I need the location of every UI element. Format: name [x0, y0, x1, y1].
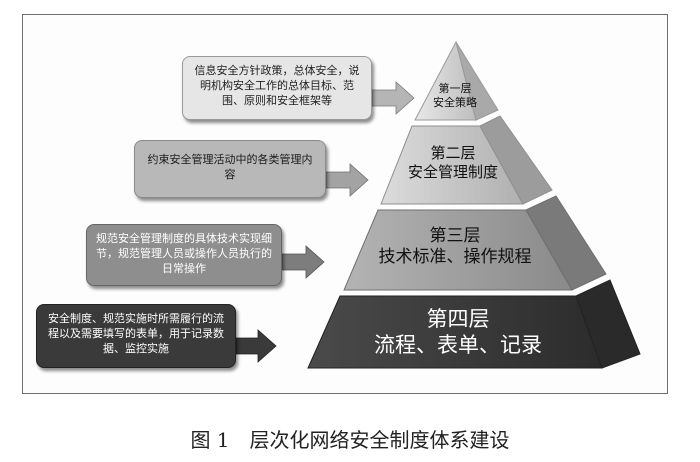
arrow-3	[281, 245, 325, 279]
tier-3-level: 第三层	[429, 226, 481, 246]
tier-3-label: 第三层 技术标准、操作规程	[360, 226, 550, 269]
figure-number: 图 1	[190, 428, 230, 452]
tier-2-label: 第二层 安全管理制度	[390, 144, 516, 182]
tier-1-name: 安全策略	[433, 95, 477, 109]
arrow-4	[235, 329, 277, 363]
figure-caption: 图 1 层次化网络安全制度体系建设	[0, 424, 700, 453]
tier-4-level: 第四层	[426, 307, 490, 331]
tier-1-side	[455, 41, 499, 121]
figure-title: 层次化网络安全制度体系建设	[249, 428, 510, 452]
tier-2-name: 安全管理制度	[407, 162, 498, 181]
callout-management-system: 约束安全管理活动中的各类管理内容	[134, 140, 326, 198]
tier-1-label: 第一层 安全策略	[420, 82, 490, 110]
tier-4-side	[575, 279, 641, 369]
tier-4-label: 第四层 流程、表单、记录	[340, 306, 576, 359]
arrow-2	[325, 163, 369, 197]
callout-technical-standards: 规范安全管理制度的具体技术实现细节，规范管理人员或操作人员执行的日常操作	[86, 224, 282, 286]
tier-3-name: 技术标准、操作规程	[378, 247, 532, 268]
callout-processes-forms: 安全制度、规范实施时所需履行的流程以及需要填写的表单，用于记录数据、监控实施	[36, 304, 236, 368]
tier-2-side	[479, 115, 553, 205]
tier-3-side	[525, 195, 607, 291]
arrow-1	[371, 81, 415, 115]
tier-1-level: 第一层	[438, 82, 472, 95]
callout-strategy: 信息安全方针政策，总体安全，说明机构安全工作的总体目标、范围、原则和安全框架等	[182, 56, 372, 120]
tier-2-level: 第二层	[430, 144, 476, 162]
tier-4-name: 流程、表单、记录	[374, 333, 542, 358]
